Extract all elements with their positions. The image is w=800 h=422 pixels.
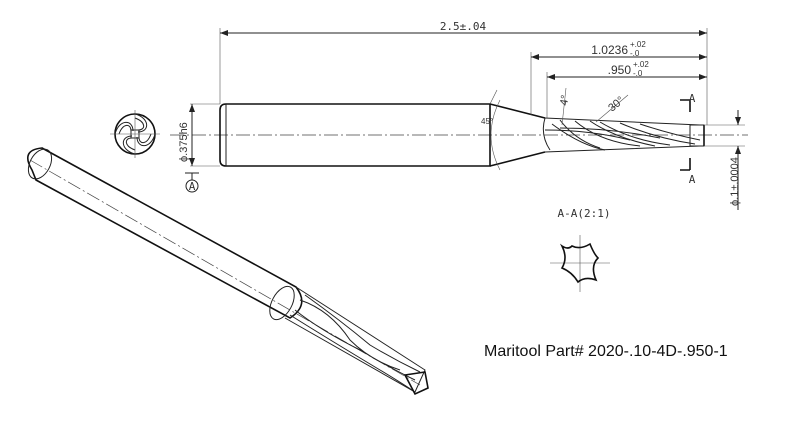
flute-length-dim: .950	[608, 63, 632, 77]
neck-length-dim: 1.0236	[591, 43, 628, 57]
end-view	[110, 110, 160, 158]
tip-diameter-dim: ϕ.1±.0004	[729, 157, 741, 206]
flute-tol-upper: +.02	[633, 60, 649, 69]
datum-label: A	[189, 180, 196, 193]
isometric-view	[26, 147, 429, 396]
flute-tol-lower: -.0	[633, 69, 643, 78]
shank-diameter-dim: ϕ.375h6	[178, 122, 190, 162]
chamfer-angle-dim: 45°	[481, 117, 493, 126]
taper-angle-dim: 4°	[558, 94, 572, 106]
helix-angle-dim: 30°	[606, 94, 626, 114]
section-marker-bottom: A	[689, 173, 696, 186]
side-view	[170, 28, 748, 210]
neck-tol-lower: -.0	[630, 49, 640, 58]
overall-length-dim: 2.5±.04	[440, 20, 487, 33]
part-number: Maritool Part# 2020-.10-4D-.950-1	[484, 343, 728, 360]
neck-tol-upper: +.02	[630, 40, 646, 49]
section-marker-top: A	[689, 92, 696, 105]
section-view	[550, 235, 610, 292]
section-title: A-A(2:1)	[558, 207, 611, 220]
